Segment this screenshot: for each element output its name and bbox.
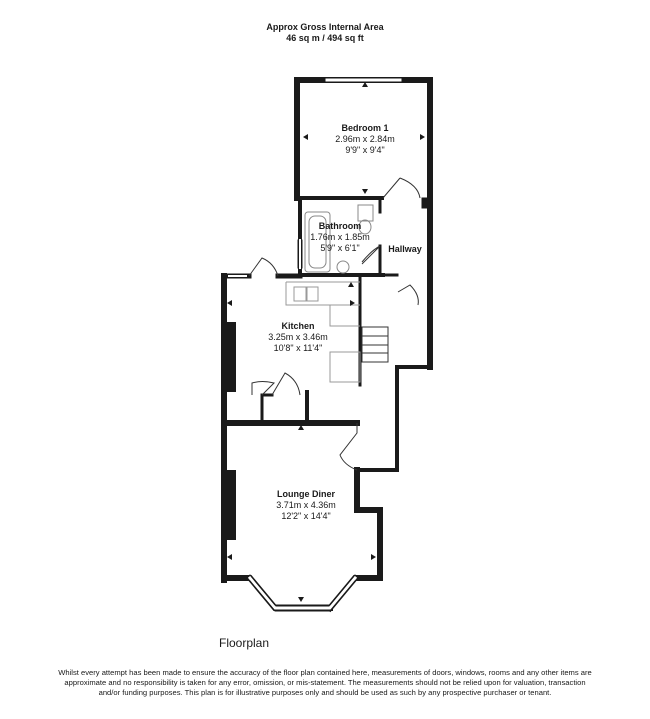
- room-label-lounge: Lounge Diner 3.71m x 4.36m 12'2" x 14'4": [246, 489, 366, 522]
- doors: [248, 177, 421, 471]
- kitchen-metric: 3.25m x 3.46m: [268, 332, 328, 342]
- hallway-bottom-wall: [360, 365, 432, 472]
- lounge-door: [339, 423, 358, 471]
- lounge-imperial: 12'2" x 14'4": [281, 511, 331, 521]
- bedroom-name: Bedroom 1: [341, 123, 389, 133]
- hallway-name: Hallway: [388, 244, 422, 254]
- bedroom-door: [382, 177, 421, 199]
- stairs: [361, 326, 389, 363]
- cupboard-door-1: [251, 381, 275, 396]
- disclaimer: Whilst every attempt has been made to en…: [58, 668, 592, 697]
- area-title: Approx Gross Internal Area: [266, 22, 384, 32]
- kitchen-door: [248, 257, 279, 277]
- bathroom-imperial: 5'9" x 6'1": [320, 243, 360, 253]
- kitchen-bottom-wall: [222, 390, 309, 425]
- bedroom-imperial: 9'9" x 9'4": [345, 145, 385, 155]
- kitchen-name: Kitchen: [281, 321, 315, 331]
- room-label-bathroom: Bathroom 1.76m x 1.85m 5'9" x 6'1": [300, 221, 380, 254]
- room-label-kitchen: Kitchen 3.25m x 3.46m 10'8" x 11'4": [248, 321, 348, 354]
- plan-title: Floorplan: [219, 636, 270, 650]
- bedroom-metric: 2.96m x 2.84m: [335, 134, 395, 144]
- bathroom-fixtures: [304, 204, 374, 274]
- dimension-arrows: [227, 82, 425, 602]
- wall-blocks: [224, 322, 236, 540]
- room-label-bedroom: Bedroom 1 2.96m x 2.84m 9'9" x 9'4": [315, 123, 415, 156]
- lounge-name: Lounge Diner: [277, 489, 335, 499]
- cupboard-door-2: [271, 372, 301, 396]
- bathroom-metric: 1.76m x 1.85m: [310, 232, 370, 242]
- bathroom-door: [361, 245, 381, 265]
- sink: [293, 286, 307, 302]
- kitchen-imperial: 10'8" x 11'4": [273, 343, 323, 353]
- area-value: 46 sq m / 494 sq ft: [286, 33, 364, 43]
- area-header: Approx Gross Internal Area 46 sq m / 494…: [0, 22, 650, 44]
- hallway-door: [397, 284, 419, 306]
- lounge-metric: 3.71m x 4.36m: [276, 500, 336, 510]
- kitchen-fittings: [285, 281, 361, 383]
- bathroom-name: Bathroom: [318, 221, 362, 231]
- lounge-bay-window: [247, 575, 358, 610]
- basin: [336, 260, 350, 274]
- toilet: [357, 204, 374, 222]
- room-label-hallway: Hallway: [382, 244, 428, 255]
- bath-tub: [304, 211, 331, 273]
